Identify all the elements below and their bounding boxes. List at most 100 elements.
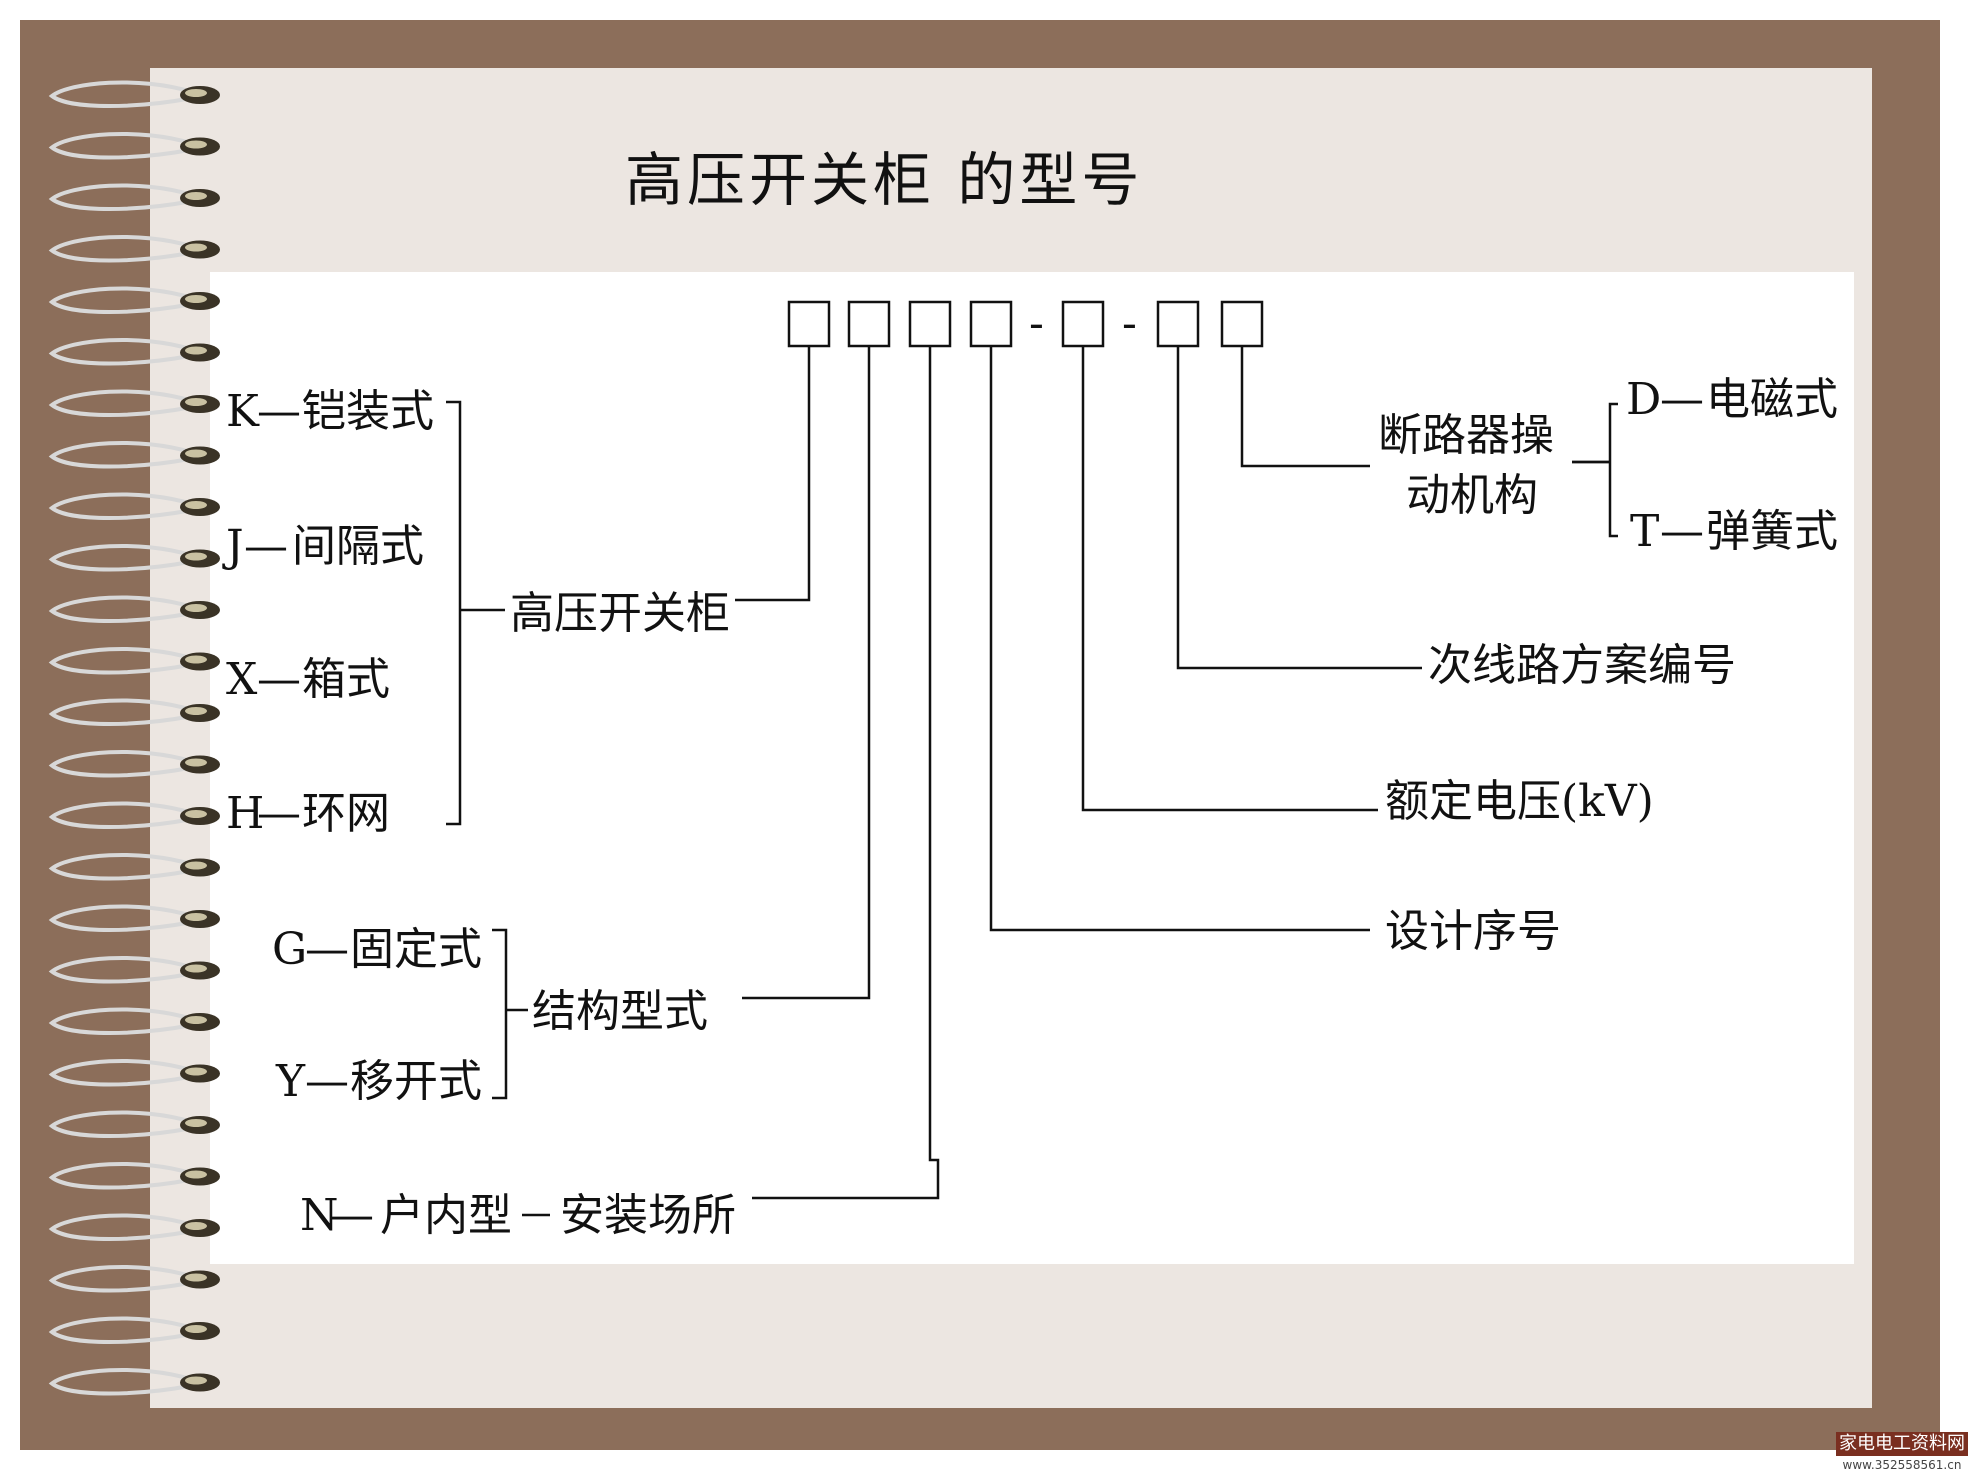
binding-hole-glint bbox=[185, 1273, 207, 1282]
structure-options: G — 固定式 Y — 移开式 结构型式 bbox=[272, 924, 708, 1107]
binding-ring bbox=[48, 853, 220, 881]
spiral-binding bbox=[48, 80, 220, 1396]
install-group: N — 户内型 安装场所 bbox=[300, 1190, 736, 1241]
binding-hole-glint bbox=[185, 1376, 207, 1385]
binding-ring-wire bbox=[48, 853, 193, 881]
binding-ring bbox=[48, 595, 220, 623]
line-cabinet bbox=[735, 346, 811, 602]
binding-hole-glint bbox=[185, 552, 207, 561]
binding-ring bbox=[48, 80, 220, 108]
line-structure bbox=[742, 346, 871, 1000]
dash-g: — bbox=[305, 924, 349, 975]
line-secondary bbox=[1176, 346, 1422, 670]
binding-hole-glint bbox=[185, 1016, 207, 1024]
cabinet-options: K — 铠装式 J — 间隔式 X — 箱式 H — 环网 高压开关柜 bbox=[222, 386, 730, 839]
option-label-ring: 环网 bbox=[302, 788, 390, 839]
line-rated-voltage bbox=[1081, 346, 1378, 812]
option-label-spring: 弹簧式 bbox=[1706, 506, 1838, 557]
dash-n: — bbox=[330, 1190, 374, 1241]
binding-ring-wire bbox=[48, 338, 193, 366]
option-code-y: Y bbox=[275, 1056, 306, 1107]
option-code-k: K bbox=[226, 386, 260, 437]
option-code-h: H bbox=[226, 788, 264, 839]
binding-ring-wire bbox=[48, 1368, 193, 1396]
install-meaning: 安装场所 bbox=[560, 1190, 736, 1241]
binding-ring-wire bbox=[48, 1007, 193, 1035]
dash-j: — bbox=[244, 521, 288, 572]
binding-hole-glint bbox=[185, 1067, 207, 1076]
dash-t: — bbox=[1660, 506, 1704, 557]
line-design-no bbox=[989, 346, 1370, 932]
binding-ring bbox=[48, 1162, 220, 1190]
binding-ring-wire bbox=[48, 80, 193, 108]
binding-hole-glint bbox=[185, 346, 207, 355]
binding-ring-wire bbox=[48, 132, 193, 160]
dash-d: — bbox=[1660, 374, 1704, 425]
binding-ring-wire bbox=[48, 801, 193, 829]
binding-ring bbox=[48, 492, 220, 520]
binding-ring bbox=[48, 544, 220, 572]
dash-h: — bbox=[257, 788, 301, 839]
binding-hole-glint bbox=[185, 758, 207, 767]
binding-ring-wire bbox=[48, 1110, 193, 1138]
binding-ring-wire bbox=[48, 956, 193, 984]
binding-ring-wire bbox=[48, 544, 193, 572]
binding-hole-glint bbox=[185, 655, 207, 664]
separator-1: - bbox=[1029, 298, 1044, 349]
binding-ring-wire bbox=[48, 492, 193, 520]
connector-lines bbox=[446, 346, 1618, 1217]
option-label-electromagnetic: 电磁式 bbox=[1706, 374, 1838, 425]
code-box-2 bbox=[847, 300, 891, 348]
option-code-j: J bbox=[222, 521, 244, 572]
binding-hole-glint bbox=[185, 140, 207, 149]
binding-ring-wire bbox=[48, 441, 193, 469]
line-install bbox=[752, 346, 940, 1200]
code-box-4 bbox=[969, 300, 1013, 348]
binding-hole-glint bbox=[185, 913, 207, 921]
code-box-1 bbox=[787, 300, 831, 348]
option-code-d: D bbox=[1626, 374, 1661, 425]
binding-ring bbox=[48, 1265, 220, 1293]
binding-hole-glint bbox=[185, 243, 207, 252]
rated-voltage-label: 额定电压(kV) bbox=[1385, 776, 1654, 827]
binding-ring-wire bbox=[48, 235, 193, 263]
dash-x: — bbox=[257, 654, 301, 705]
binding-hole-glint bbox=[185, 89, 207, 97]
binding-ring bbox=[48, 801, 220, 829]
binding-ring bbox=[48, 647, 220, 675]
structure-meaning: 结构型式 bbox=[532, 986, 708, 1037]
code-box-3 bbox=[908, 300, 952, 348]
binding-hole-glint bbox=[185, 1325, 207, 1333]
binding-hole-glint bbox=[185, 501, 207, 509]
code-boxes bbox=[787, 300, 1264, 348]
binding-ring bbox=[48, 183, 220, 211]
bracket-mechanism bbox=[1608, 402, 1618, 538]
binding-ring bbox=[48, 132, 220, 160]
binding-ring bbox=[48, 389, 220, 417]
binding-ring bbox=[48, 441, 220, 469]
binding-ring bbox=[48, 904, 220, 932]
option-label-box: 箱式 bbox=[302, 654, 390, 705]
option-code-x: X bbox=[226, 654, 258, 705]
binding-ring bbox=[48, 750, 220, 778]
binding-hole-glint bbox=[185, 861, 207, 870]
binding-ring bbox=[48, 1007, 220, 1035]
line-mechanism bbox=[1240, 346, 1370, 468]
code-box-7 bbox=[1220, 300, 1264, 348]
binding-ring-wire bbox=[48, 183, 193, 211]
binding-ring-wire bbox=[48, 1213, 193, 1241]
binding-hole-glint bbox=[185, 707, 207, 715]
binding-ring bbox=[48, 1368, 220, 1396]
option-label-fixed: 固定式 bbox=[350, 924, 482, 975]
binding-ring-wire bbox=[48, 750, 193, 778]
option-label-withdrawable: 移开式 bbox=[350, 1056, 482, 1107]
code-box-6 bbox=[1156, 300, 1200, 348]
option-label-armored: 铠装式 bbox=[302, 386, 434, 437]
binding-ring-wire bbox=[48, 1316, 193, 1344]
binding-hole-glint bbox=[185, 1222, 207, 1230]
binding-ring bbox=[48, 1059, 220, 1087]
binding-ring bbox=[48, 698, 220, 726]
binding-ring-wire bbox=[48, 389, 193, 417]
binding-hole-glint bbox=[185, 1170, 207, 1179]
